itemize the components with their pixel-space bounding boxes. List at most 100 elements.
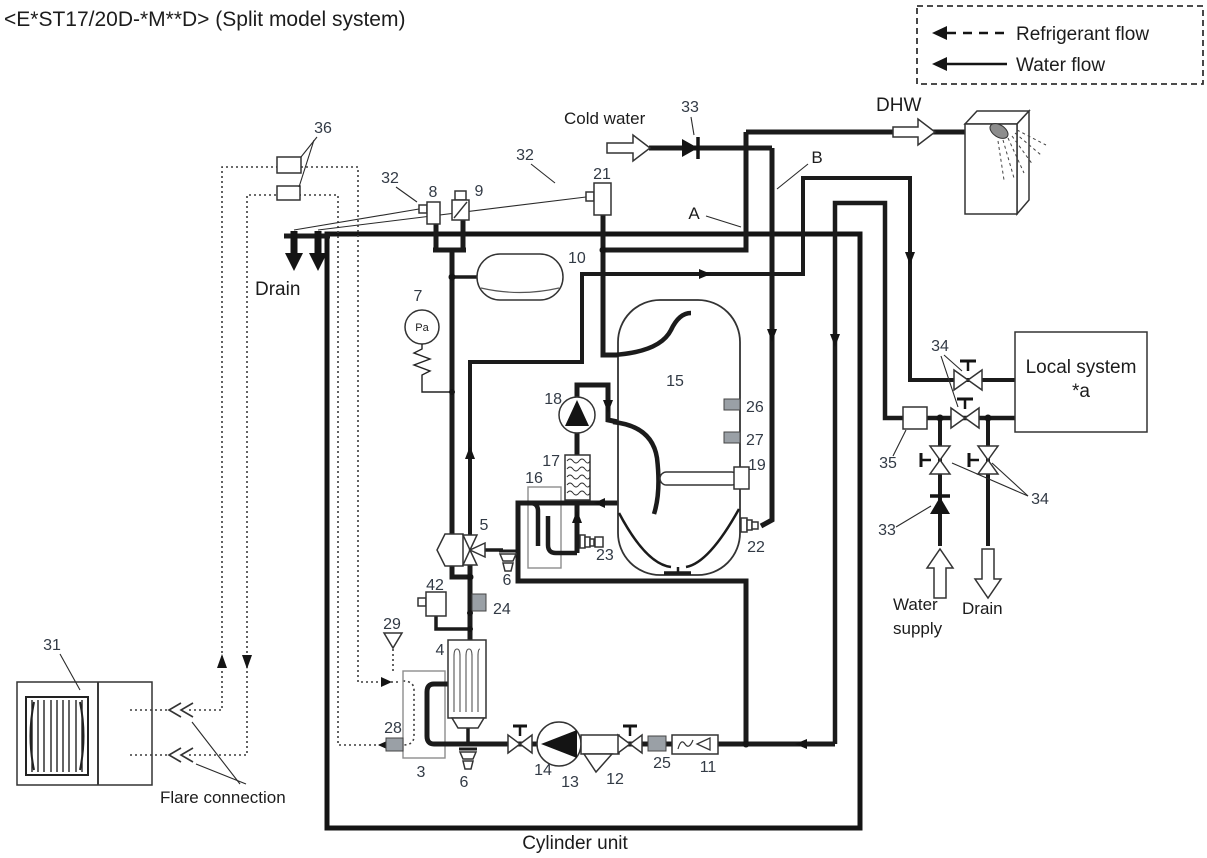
shower-spray [997,129,1047,181]
part-label-27: 27 [746,432,764,449]
part-label-33b: 33 [878,522,896,539]
part-label-16: 16 [525,470,543,487]
part-label-9: 9 [475,183,484,200]
dhw-label: DHW [876,95,921,116]
expansion-vessel [476,253,564,301]
drain-top-label: Drain [255,279,300,300]
tank-mid-coil [612,419,661,515]
vessel-seam [480,287,560,294]
refrigerant-piping [130,166,415,763]
part-label-32a: 32 [381,170,399,187]
part-label-28: 28 [384,720,402,737]
part-label-29: 29 [383,616,401,633]
hx16-coil [518,500,577,556]
valve-14b [617,724,643,755]
junction-dots [448,246,992,748]
dhw-hx-box [527,486,562,569]
legend-refrigerant-arrow-icon [932,26,947,40]
shower-icon [963,109,1047,217]
water-supply-arrow-icon [925,547,955,599]
leader-lines [59,116,1029,785]
valve-34-return [950,397,980,430]
part-label-5: 5 [480,517,489,534]
cylinder-unit-box [324,231,863,831]
small-connections [434,275,503,744]
plate-hx-box [402,670,446,759]
drain-fitting-6a [498,549,518,572]
pump-18 [558,396,596,434]
strainer-35 [902,406,928,430]
outdoor-unit [16,681,153,786]
flow-arrow-right [381,677,392,687]
part-label-32b: 32 [516,147,534,164]
part-label-24: 24 [493,601,511,618]
pipe-b-label: B [811,148,822,167]
part-label-7: 7 [414,288,423,305]
pump-13 [536,721,582,767]
sensor-24 [471,593,487,612]
valve-34-supply [953,359,983,392]
part-label-12: 12 [606,771,624,788]
cold-water-label: Cold water [564,109,646,128]
fan-grille-icon [29,700,85,772]
local-system-box [1014,331,1148,433]
flow-switch-11 [671,734,719,755]
legend-water-arrow-icon [932,57,947,71]
local-system-note: *a [1072,381,1090,402]
pressure-gauge: Pa [404,309,450,393]
part-label-18: 18 [544,391,562,408]
part-label-6a: 6 [503,572,512,589]
legend-refrigerant-label: Refrigerant flow [1016,24,1149,45]
legend: Refrigerant flow Water flow [916,5,1204,85]
part-label-33a: 33 [681,99,699,116]
part-label-36: 36 [314,120,332,137]
tank-bottom-funnel [617,508,741,572]
funnel-29 [382,632,404,650]
legend-water-label: Water flow [1016,55,1105,76]
part-label-10: 10 [568,250,586,267]
sensor-25 [647,735,667,752]
valve-34-watersupply [919,445,952,475]
fitting-23 [579,534,604,549]
drain-arrow-icon [973,548,1003,600]
thermistor-26 [723,398,741,411]
part-label-8: 8 [429,184,438,201]
dhw-arrow-icon [892,117,937,147]
valve-9 [451,190,470,221]
page-title: <E*ST17/20D-*M**D> (Split model system) [4,8,405,31]
thermistor-27 [723,431,741,444]
dhw-tank [612,299,759,576]
part-label-15: 15 [666,373,684,390]
part-label-6b: 6 [460,774,469,791]
drain-arrows [285,231,327,271]
drain-right-label: Drain [962,599,1003,618]
hx-refrigerant-coil [402,680,415,746]
water-supply-label-2: supply [893,619,943,638]
relief-drain-line-8 [293,208,420,231]
part-label-42: 42 [426,577,444,594]
drain-fitting-6b [458,747,478,770]
water-flow-arrows [465,252,915,749]
sensor-36b [276,185,301,201]
strainer-12 [580,734,620,774]
part-label-19: 19 [748,457,766,474]
part-label-3: 3 [417,764,426,781]
connector-28 [385,737,404,752]
part-label-26: 26 [746,399,764,416]
flow-sensor-17 [564,454,591,501]
tank-top-coil [612,310,692,358]
part-label-4: 4 [436,642,445,659]
check-valve-33-top [682,137,700,159]
relief-valve-8 [418,201,441,225]
supply-drain-branches [938,418,990,546]
check-valve-33-bottom [930,494,950,514]
part-label-14: 14 [534,762,552,779]
local-system-label: Local system [1026,357,1137,378]
water-supply-label-1: Water [893,595,938,614]
cylinder-unit-label: Cylinder unit [522,833,628,854]
relief-valve-21 [585,182,612,216]
flow-arrow-down [242,655,252,669]
